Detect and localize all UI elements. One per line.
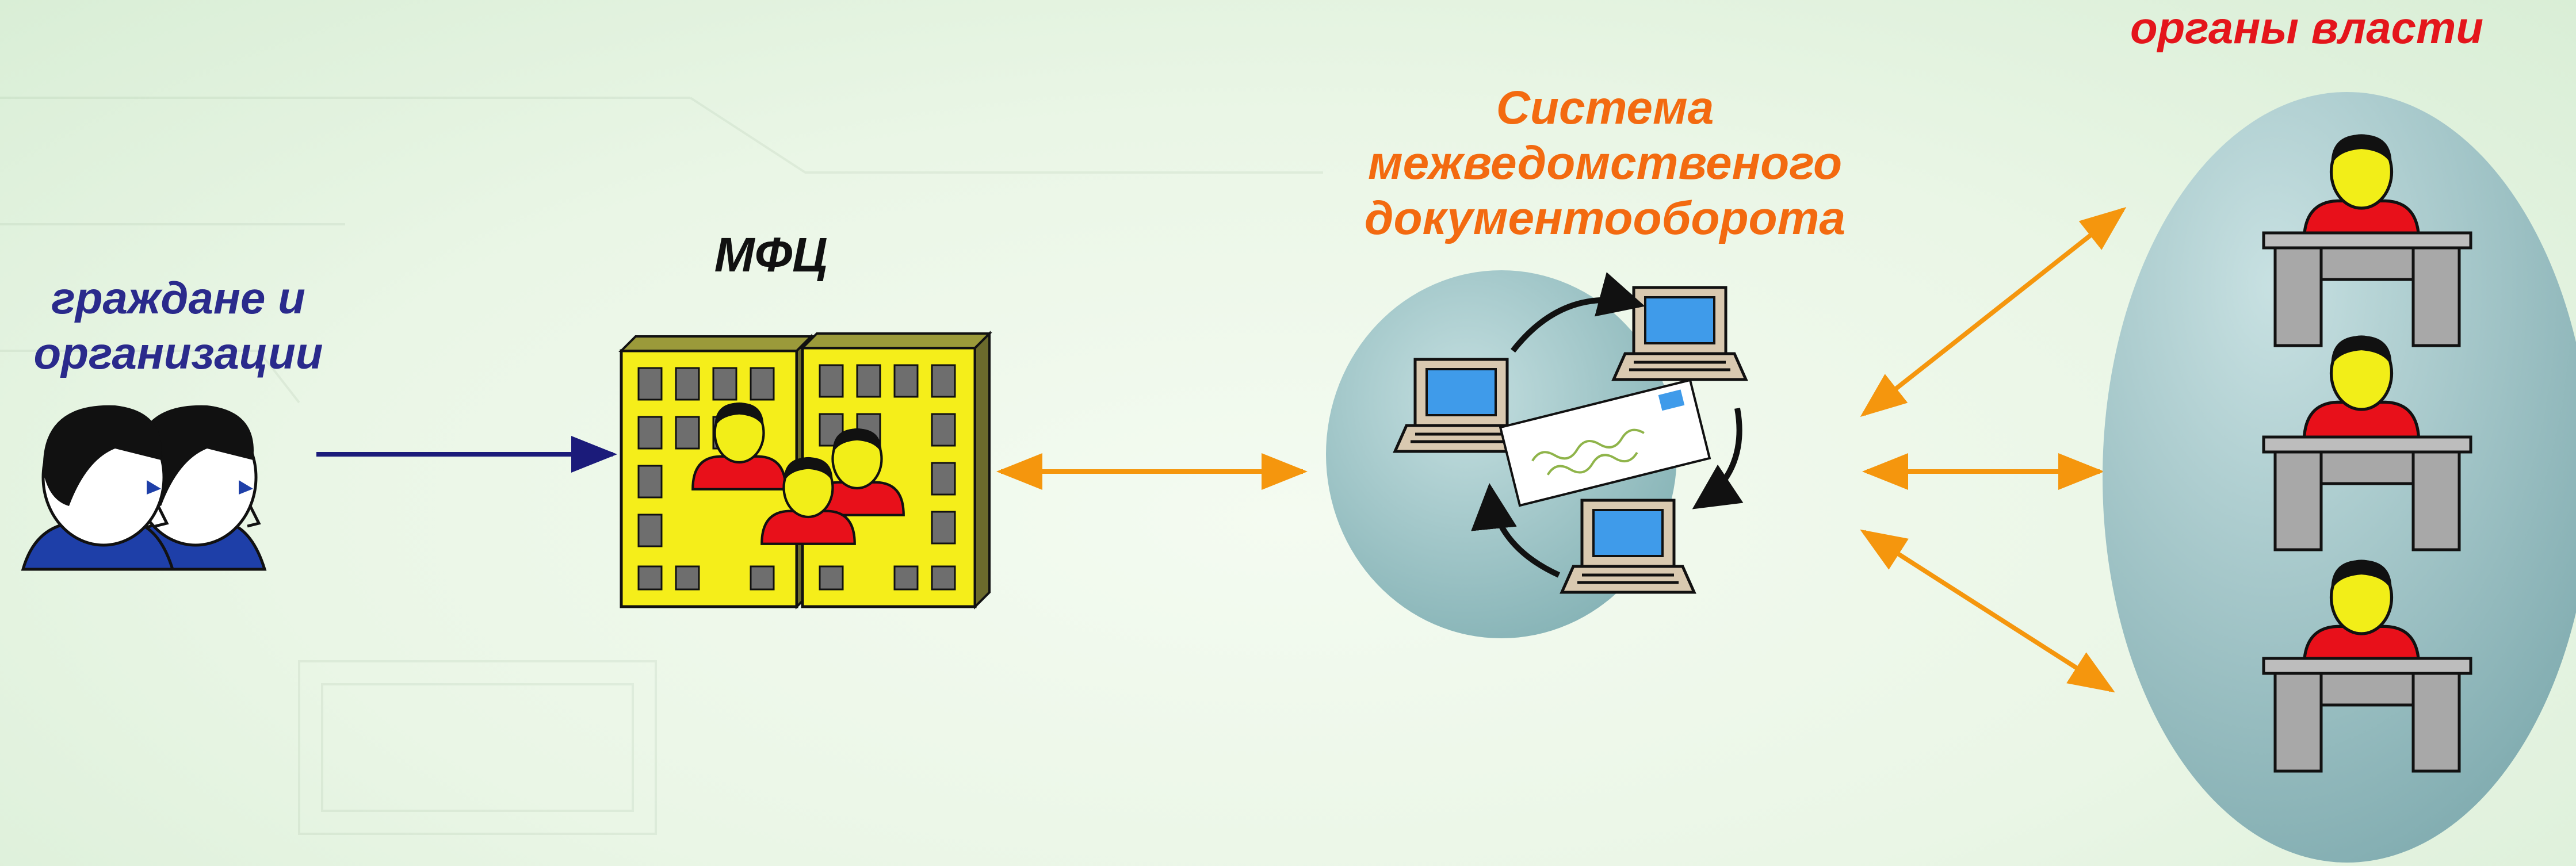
citizens-icon [21,405,267,571]
smev-label-line1: Система [1496,82,1714,134]
background-decoration [0,97,1323,835]
mfc-building-icon [618,331,992,610]
arrow-smev-authority-3 [1860,529,2115,693]
smev-label-line3: документооборота [1364,192,1846,244]
smev-label-line2: межведомственого [1367,137,1843,189]
citizens-label-line1: граждане и [51,273,305,323]
arrow-smev-authority-1 [1860,207,2127,417]
citizens-label: граждане и организации [0,270,357,381]
document-exchange-icon [1326,270,1746,638]
smev-label: Система межведомственого документооборот… [1289,81,1921,246]
authorities-label: органы власти [2130,2,2484,53]
mfc-label: МФЦ [714,228,828,282]
citizens-label-line2: организации [33,328,323,378]
